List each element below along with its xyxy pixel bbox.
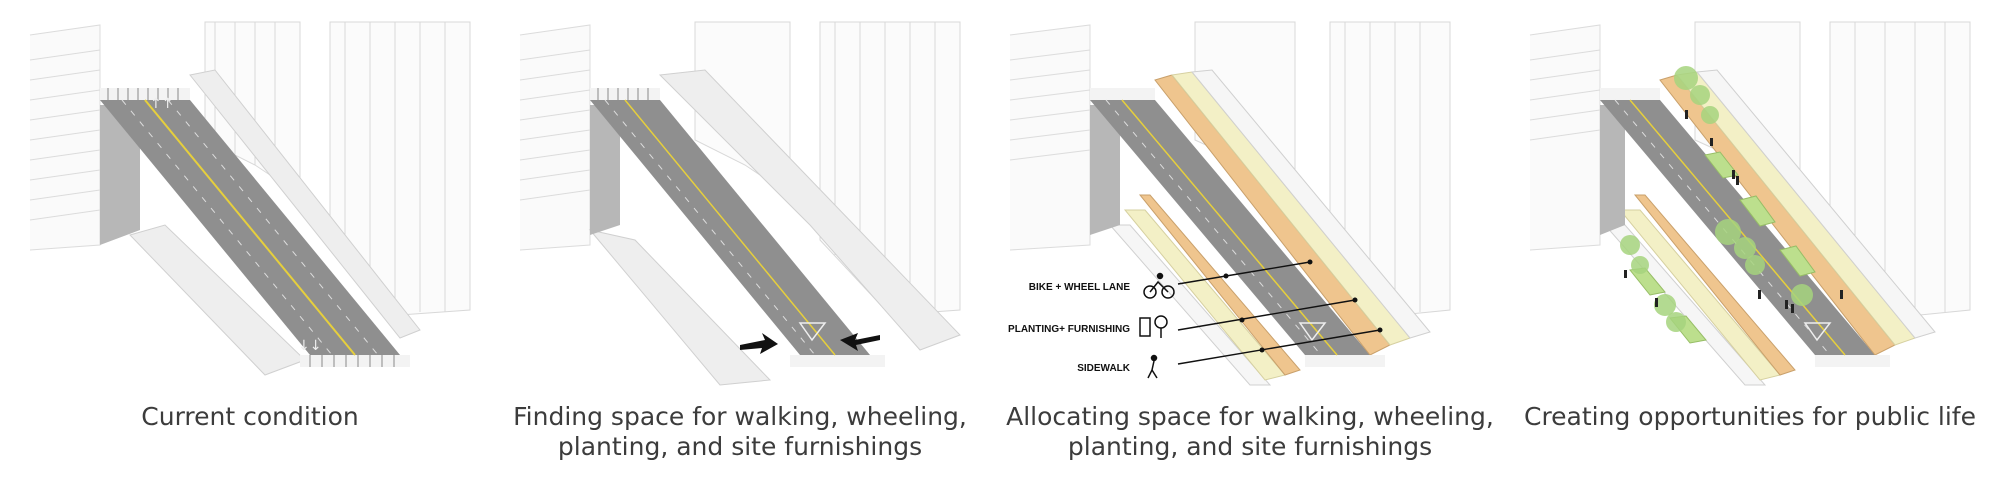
sidewalk-zone-left [1108, 224, 1272, 386]
center-line [1121, 99, 1338, 356]
tree-icon [1701, 106, 1719, 124]
tree-icon [1620, 235, 1640, 255]
arrow-up-icon: ↑↑ [150, 96, 173, 112]
curb-wall-left [100, 105, 140, 245]
tree-icon [1654, 294, 1676, 316]
center-line [144, 99, 356, 356]
arrow-down-icon: ↓↓ [298, 338, 321, 354]
sidewalk-left-widened [588, 229, 772, 386]
panel-current-condition: ↑↑ ↓↓ Current condition [0, 0, 500, 500]
sidewalk-right [189, 69, 421, 339]
yield-marking-icon [798, 322, 827, 342]
building-left [1009, 24, 1091, 251]
arrow-right-icon [740, 333, 778, 354]
tree-icon [1666, 312, 1686, 332]
sidewalk-right-widened [658, 69, 961, 351]
panel-public-life: Creating opportunities for public life [1500, 0, 2000, 500]
crosswalk-top [590, 88, 660, 100]
people-icons [1624, 110, 1843, 313]
crosswalk-top [1600, 88, 1660, 100]
legend-planting-furnishing: PLANTING+ FURNISHING [1008, 324, 1130, 335]
crosswalk-bottom [1305, 355, 1385, 367]
yield-marking-icon [1803, 322, 1832, 342]
panel-allocating-space: BIKE + WHEEL LANE PLANTING+ FURNISHING S… [1000, 0, 1500, 500]
sidewalk-zone-right [1696, 69, 1936, 339]
yield-marking-icon [1298, 322, 1327, 342]
street-trees [1620, 66, 1813, 332]
caption-current-condition: Current condition [141, 402, 359, 431]
building-left [29, 24, 101, 251]
crosswalk-top [1090, 88, 1155, 100]
center-line [624, 99, 836, 356]
street-diagram-public-life [1529, 21, 1971, 386]
tree-icon [1690, 85, 1710, 105]
caption-finding-space: Finding space for walking, wheeling, pla… [513, 402, 967, 461]
crosswalk-bottom [1815, 355, 1890, 367]
leader-lines [1177, 261, 1381, 365]
bike-lane-left [1138, 194, 1301, 376]
curb-wall-left [590, 105, 620, 235]
bike-lane-left [1633, 194, 1796, 376]
curb-wall-left [1090, 105, 1120, 235]
tree-icon [1791, 284, 1813, 306]
legend-sidewalk: SIDEWALK [1077, 363, 1130, 374]
arrow-left-icon [840, 333, 880, 351]
tree-icon [1631, 256, 1649, 274]
tree-icon [1734, 237, 1756, 259]
curb-wall-left [1600, 105, 1625, 235]
tree-icon [1715, 219, 1741, 245]
caption-public-life: Creating opportunities for public life [1523, 402, 1976, 431]
tree-icon [1674, 66, 1698, 90]
pedestrian-icon [1147, 354, 1158, 379]
legend-bike-wheel-lane: BIKE + WHEEL LANE [1028, 282, 1130, 293]
bicycle-icon [1143, 272, 1175, 299]
sidewalk-zone-right [1191, 69, 1431, 339]
caption-allocating-space: Allocating space for walking, wheeling, … [1006, 402, 1494, 461]
tree-bench-icon [1139, 315, 1168, 338]
tree-icon [1745, 255, 1765, 275]
street-diagram-current: ↑↑ ↓↓ [29, 21, 471, 376]
street-diagram-allocating-space [1009, 21, 1451, 386]
building-left [519, 24, 591, 251]
crosswalk-bottom [790, 355, 885, 367]
street-diagram-finding-space [519, 21, 961, 386]
crosswalk-top [100, 88, 190, 100]
building-left [1529, 24, 1601, 251]
panel-finding-space: Finding space for walking, wheeling, pla… [490, 0, 990, 500]
